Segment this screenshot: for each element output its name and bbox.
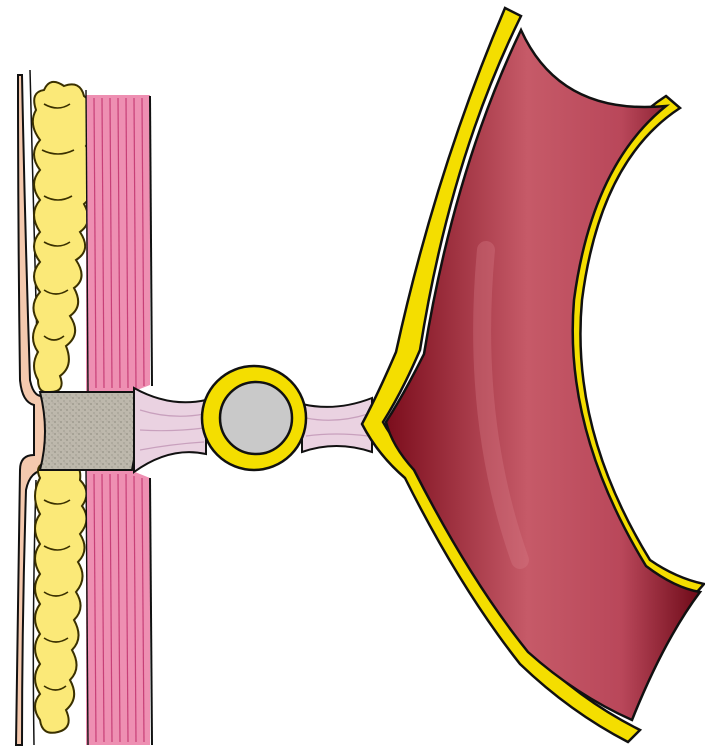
ring-structure	[202, 366, 306, 470]
hollow-organ	[362, 8, 704, 742]
defect-plug	[40, 392, 137, 470]
